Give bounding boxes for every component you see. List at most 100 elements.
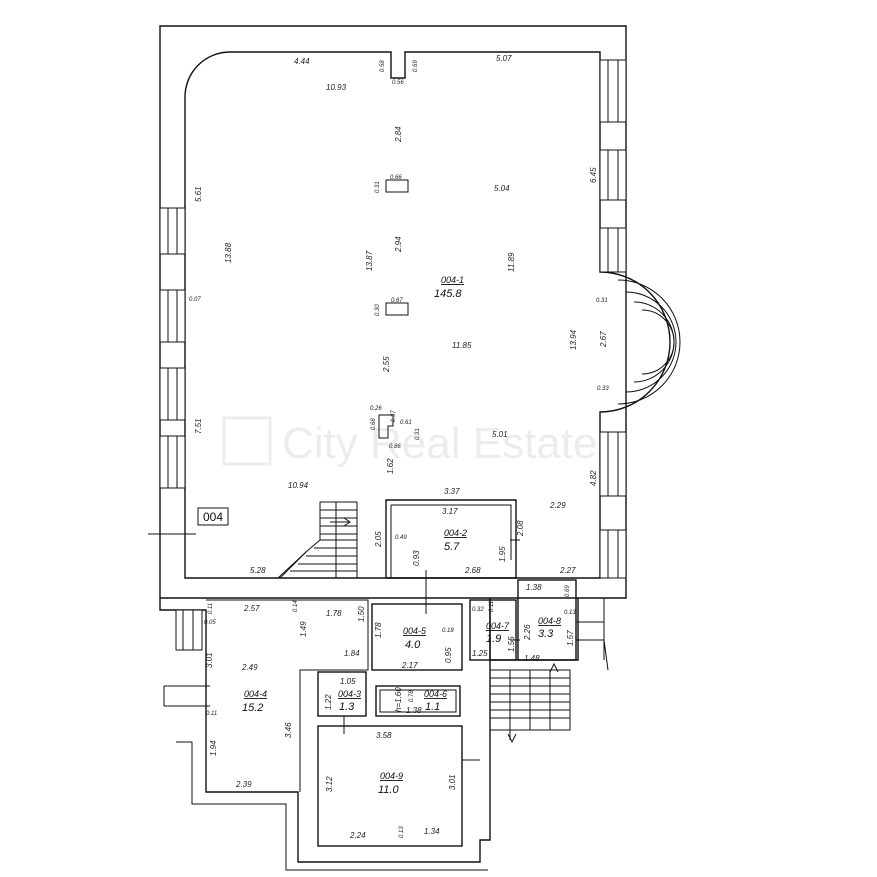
unit-tag: 004 <box>197 507 229 526</box>
watermark-text: City Real Estate <box>282 419 597 468</box>
dim-label: 5.04 <box>494 184 510 193</box>
dim-label: 0.86 <box>389 444 401 450</box>
dim-label: 0.68 <box>371 418 377 430</box>
dim-label: 0.11 <box>489 601 495 612</box>
dim-label: 1.78 <box>326 609 342 618</box>
room-004-1-id: 004-1 <box>441 275 464 285</box>
dim-label: 2.27 <box>559 566 576 575</box>
dim-label: 2.29 <box>549 501 566 510</box>
room-004-5-id: 004-5 <box>403 626 427 636</box>
dim-label: 1.62 <box>386 458 395 474</box>
dim-label: 1.50 <box>357 606 366 622</box>
dim-label: 1.05 <box>340 677 356 686</box>
dim-label: 5.28 <box>250 566 266 575</box>
dim-label: 0.67 <box>391 298 403 304</box>
dim-label: 1.38 <box>526 583 542 592</box>
windows-right <box>599 59 627 579</box>
dim-label: 2.39 <box>235 780 252 789</box>
dim-label: 3.58 <box>376 731 392 740</box>
room-004-5-walls <box>371 570 463 671</box>
dim-label: 2.94 <box>394 236 403 253</box>
dim-label: 4.82 <box>589 470 598 486</box>
room-004-3-area: 1.3 <box>339 701 355 713</box>
room-004-9-id: 004-9 <box>380 771 403 781</box>
dim-label: 0.30 <box>375 304 381 316</box>
room-004-8-id: 004-8 <box>538 616 561 626</box>
dim-label: 0.69 <box>565 585 571 597</box>
dim-label: 1.25 <box>472 649 488 658</box>
dimension-labels: 4.44 0.58 0.69 0.56 5.07 10.93 2.84 6.45… <box>189 54 609 840</box>
hall-columns <box>378 179 409 439</box>
dim-label: 10.93 <box>326 83 347 92</box>
unit-tag-label: 004 <box>203 510 223 524</box>
dim-label: 3.17 <box>442 507 458 516</box>
hall-stairs <box>276 501 358 579</box>
dim-label: 0.56 <box>392 80 404 86</box>
dim-label: 1.38 <box>406 706 422 715</box>
dim-label: 0.49 <box>395 535 407 541</box>
dim-label: 0.32 <box>472 607 484 613</box>
room-004-4-id: 004-4 <box>244 689 267 699</box>
room-004-6-area: 1.1 <box>425 701 440 713</box>
dim-label: 0.13 <box>564 610 576 616</box>
room-004-5-area: 4.0 <box>405 639 421 651</box>
room-004-7-id: 004-7 <box>486 621 510 631</box>
dim-label: h=1.60 <box>394 687 403 712</box>
dim-label: 2.68 <box>464 566 481 575</box>
dim-label: 13.88 <box>224 242 233 263</box>
dim-label: 3.37 <box>444 487 460 496</box>
dim-label: 1.49 <box>299 621 308 637</box>
dim-label: 6.45 <box>589 167 598 183</box>
dim-label: 2.49 <box>241 663 258 672</box>
dim-label: 5.07 <box>496 54 512 63</box>
dim-label: 11.89 <box>507 252 516 272</box>
dim-label: 2.26 <box>523 624 532 641</box>
dim-label: 0.33 <box>597 386 609 392</box>
dim-label: 0.05 <box>204 620 216 626</box>
dim-label: 11.85 <box>452 341 472 350</box>
dim-label: 5.61 <box>194 186 203 202</box>
dim-label: 0.07 <box>189 297 201 303</box>
dim-label: 0.13 <box>399 826 405 838</box>
dim-label: 1.84 <box>344 649 360 658</box>
dim-label: 1.22 <box>324 694 333 710</box>
dim-label: 1.34 <box>424 827 440 836</box>
dim-label: 3.01 <box>205 652 214 668</box>
room-004-2-id: 004-2 <box>444 528 467 538</box>
dim-label: 0.31 <box>596 298 608 304</box>
dim-label: 0.37 <box>391 410 397 422</box>
dim-label: 2.57 <box>243 604 260 613</box>
room-004-4-walls <box>163 599 369 792</box>
dim-label: 7.51 <box>194 418 203 434</box>
room-004-7-area: 1.9 <box>486 633 501 645</box>
dim-label: 0.95 <box>444 647 453 663</box>
dim-label: 5.01 <box>492 430 508 439</box>
dim-label: 10.94 <box>288 481 309 490</box>
dim-label: 13.94 <box>569 329 578 350</box>
dim-label: 1.57 <box>566 630 575 646</box>
dim-label: 0.78 <box>409 690 415 702</box>
dim-label: 1.95 <box>498 546 507 562</box>
room-004-6-id: 004-6 <box>424 689 447 699</box>
dim-label: 1.78 <box>374 622 383 638</box>
room-labels: 004-1 145.8 004-2 5.7 004-3 1.3 004-4 15… <box>242 275 561 796</box>
room-004-2-area: 5.7 <box>444 541 460 553</box>
dim-label: 0.31 <box>415 428 421 440</box>
room-004-1-area: 145.8 <box>434 288 462 300</box>
room-004-8-walls <box>517 579 604 661</box>
dim-label: 0.31 <box>375 181 381 193</box>
dim-label: 3.01 <box>448 774 457 790</box>
room-004-9-area: 11.0 <box>378 784 399 796</box>
dim-label: 0.26 <box>370 406 382 412</box>
room-004-2-walls <box>385 499 520 579</box>
dim-label: 2.67 <box>599 331 608 348</box>
dim-label: 0.11 <box>208 603 214 614</box>
dim-label: 3.12 <box>325 776 334 792</box>
windows-left <box>148 207 196 535</box>
dim-label: 0.69 <box>413 60 419 72</box>
dim-label: 1.55 <box>507 636 516 652</box>
dim-label: 4.44 <box>294 57 310 66</box>
room-004-3-walls <box>317 671 367 734</box>
dim-label: 2.24 <box>349 831 366 840</box>
dim-label: 0.58 <box>380 60 386 72</box>
